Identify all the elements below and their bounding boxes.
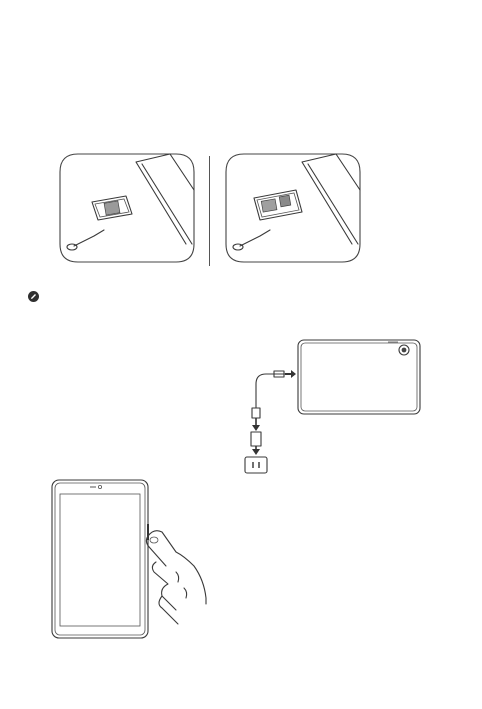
power-button-figure	[44, 476, 216, 642]
pencil-note-icon	[28, 291, 39, 302]
sim-tray-figure-2	[224, 152, 362, 264]
charging-figure	[238, 336, 424, 476]
figure-divider	[209, 156, 210, 266]
sim-tray-figure-1	[58, 152, 196, 264]
